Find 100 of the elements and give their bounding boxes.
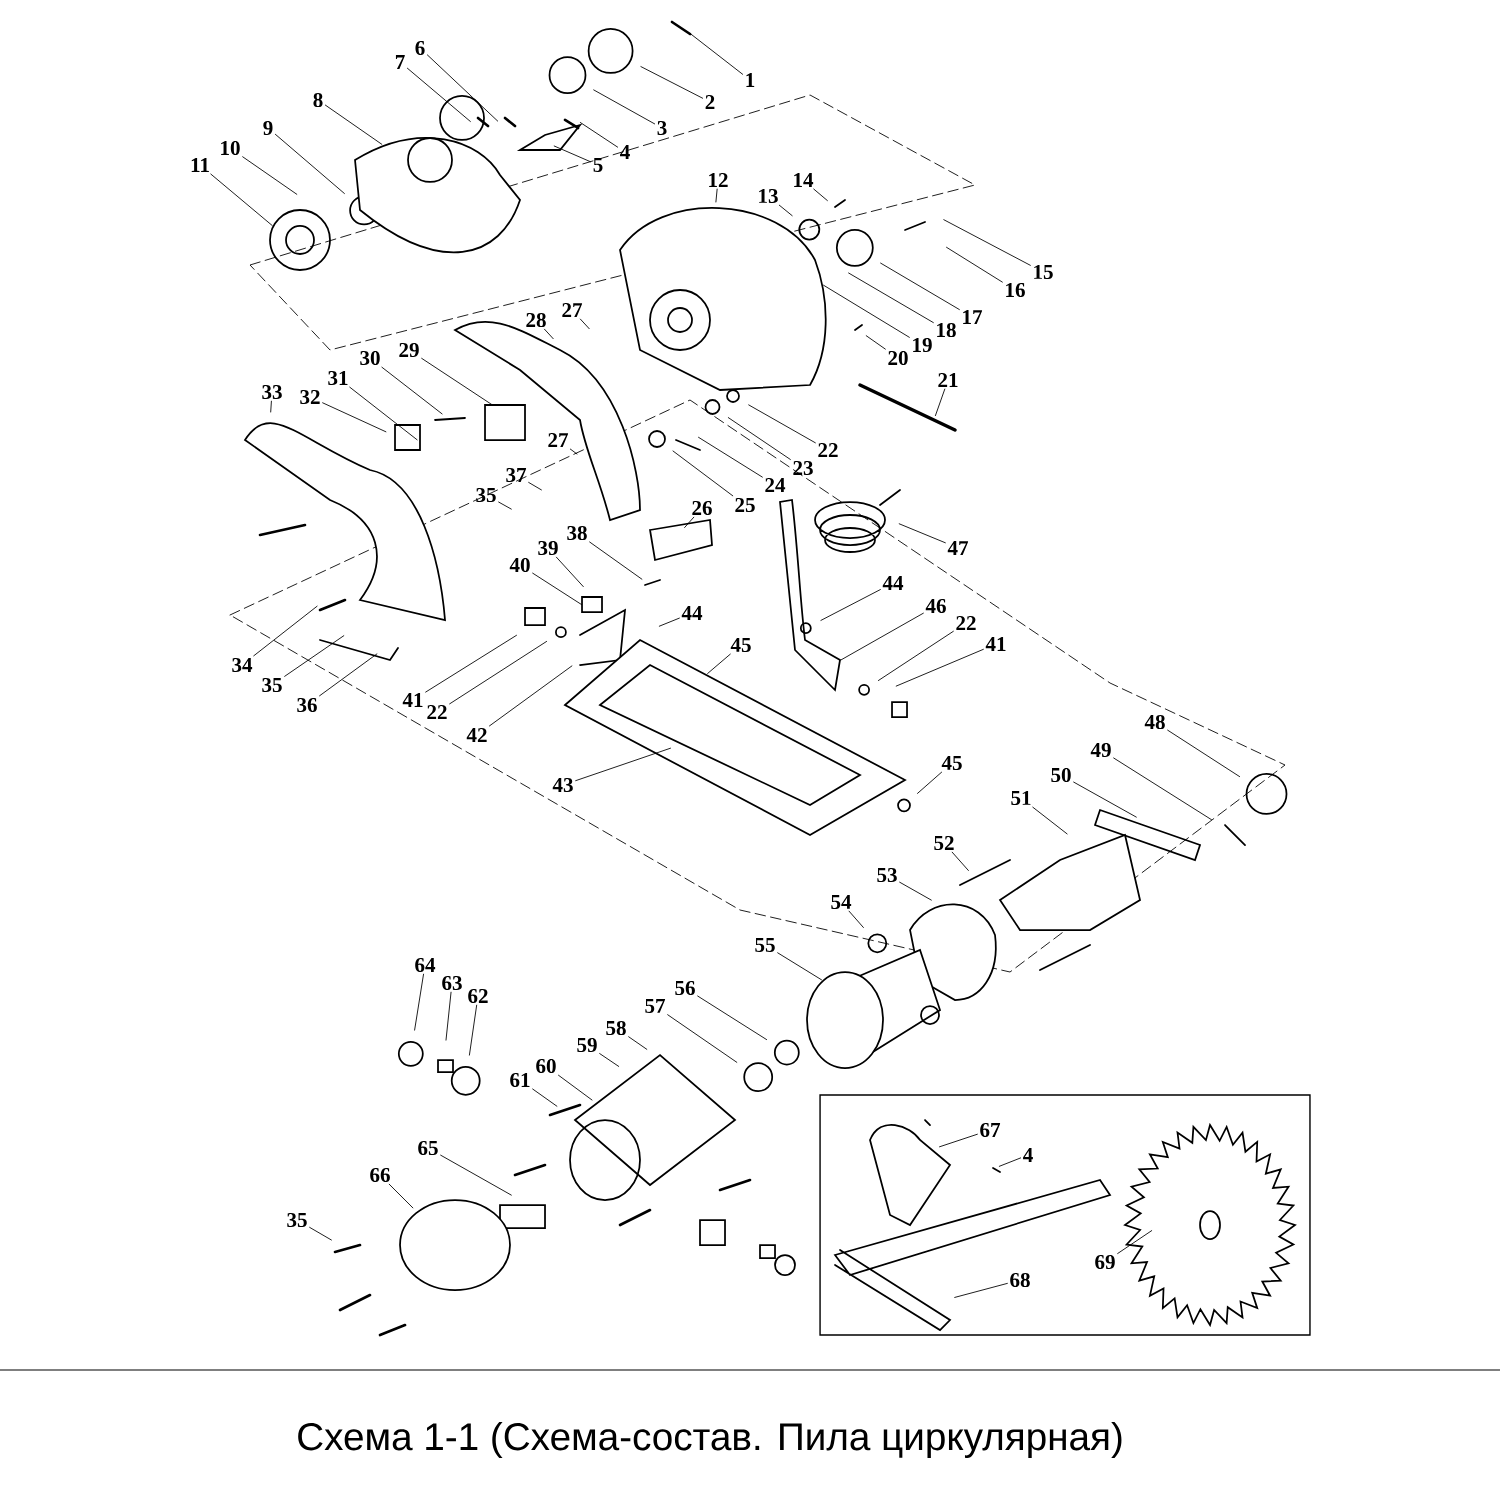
leader-line xyxy=(1117,1230,1153,1254)
callout-number: 30 xyxy=(360,350,380,366)
callout-number: 24 xyxy=(765,478,786,492)
leader-line xyxy=(575,747,671,782)
callout-number: 28 xyxy=(526,312,546,328)
leader-line xyxy=(748,404,816,444)
callout-number: 38 xyxy=(567,525,587,541)
leader-line xyxy=(777,952,822,981)
callout-number: 55 xyxy=(755,938,775,952)
callout-number: 61 xyxy=(510,1072,530,1088)
callout-number: 26 xyxy=(692,500,712,516)
leader-line xyxy=(840,612,924,661)
leader-line xyxy=(242,156,298,195)
leader-line xyxy=(667,1014,738,1063)
callout-number: 52 xyxy=(934,835,954,851)
leader-line xyxy=(939,1133,978,1148)
callout-number: 22 xyxy=(427,705,447,719)
inset-frame xyxy=(819,1094,1311,1336)
callout-number: 23 xyxy=(793,460,813,476)
leader-line xyxy=(426,54,499,122)
leader-line xyxy=(898,523,946,544)
leader-line xyxy=(210,173,273,227)
title: Схема 1-1 (Схема-состав. Пила циркулярная) xyxy=(298,1422,1122,1459)
callout-number: 10 xyxy=(221,140,240,156)
leader-line xyxy=(558,1074,593,1101)
callout-number: 34 xyxy=(232,657,253,673)
leader-line xyxy=(899,881,932,901)
leader-line xyxy=(349,386,418,441)
callout-number: 50 xyxy=(1051,767,1071,783)
callout-number: 64 xyxy=(415,957,436,973)
leader-line xyxy=(880,262,960,310)
callout-number: 35 xyxy=(476,487,496,503)
leader-line xyxy=(813,188,828,202)
callout-number: 56 xyxy=(675,980,695,996)
leader-line xyxy=(917,771,943,794)
callout-number: 5 xyxy=(593,158,603,172)
leader-line xyxy=(544,328,554,340)
callout-number: 69 xyxy=(1095,1254,1115,1270)
leader-line xyxy=(599,1053,620,1067)
leader-line xyxy=(778,204,793,217)
callout-number: 58 xyxy=(606,1020,626,1036)
leader-line xyxy=(528,482,542,491)
leader-line xyxy=(449,640,548,705)
callout-number: 20 xyxy=(888,350,908,366)
callout-number: 4 xyxy=(1023,1148,1033,1162)
callout-number: 1 xyxy=(746,73,755,87)
callout-number: 16 xyxy=(1006,282,1025,298)
leader-line xyxy=(593,89,656,125)
leader-line xyxy=(934,388,946,417)
callout-number: 3 xyxy=(657,120,667,136)
leader-line xyxy=(943,219,1031,266)
callout-number: 63 xyxy=(442,975,462,991)
callout-number: 54 xyxy=(831,894,852,910)
leader-line xyxy=(658,617,680,627)
callout-number: 27 xyxy=(562,303,583,317)
callout-number: 32 xyxy=(300,389,320,405)
leader-line xyxy=(1113,757,1212,821)
callout-number: 6 xyxy=(415,40,425,56)
leader-line xyxy=(684,516,695,528)
leader-line xyxy=(445,991,452,1041)
leader-line xyxy=(498,501,512,510)
leader-line xyxy=(895,648,984,687)
callout-number: 45 xyxy=(730,637,751,653)
callout-number: 39 xyxy=(538,540,558,556)
leader-line xyxy=(589,541,643,580)
leader-line xyxy=(820,589,881,621)
leader-line xyxy=(425,634,517,693)
leader-line xyxy=(406,67,471,122)
leader-line xyxy=(707,653,731,674)
callout-number: 4 xyxy=(620,145,630,159)
leader-line xyxy=(848,272,934,324)
callout-number: 41 xyxy=(985,637,1006,651)
callout-number: 60 xyxy=(536,1058,556,1074)
callout-number: 9 xyxy=(263,120,273,136)
leader-line xyxy=(532,572,583,606)
callout-number: 41 xyxy=(402,693,423,707)
leader-line xyxy=(823,284,910,338)
callout-number: 47 xyxy=(947,541,969,555)
leader-line xyxy=(848,910,864,928)
leader-line xyxy=(998,1157,1022,1167)
callout-number: 7 xyxy=(395,55,405,69)
callout-number: 67 xyxy=(980,1122,1001,1138)
leader-line xyxy=(1167,729,1241,778)
leader-line xyxy=(690,33,744,75)
callout-number: 59 xyxy=(577,1037,597,1053)
leader-line xyxy=(946,246,1003,283)
leader-line xyxy=(270,400,272,413)
leader-line xyxy=(865,335,886,350)
leader-line xyxy=(715,188,718,203)
callout-number: 15 xyxy=(1034,264,1053,280)
leader-line xyxy=(274,133,345,194)
leader-line xyxy=(628,1036,648,1050)
leader-line xyxy=(388,1183,414,1209)
leader-line xyxy=(309,1226,332,1241)
leader-line xyxy=(697,995,768,1041)
callout-number: 22 xyxy=(818,443,838,457)
leader-line xyxy=(727,417,791,460)
callout-number: 29 xyxy=(399,342,419,358)
callout-number: 45 xyxy=(941,755,962,771)
callout-number: 68 xyxy=(1010,1272,1030,1288)
